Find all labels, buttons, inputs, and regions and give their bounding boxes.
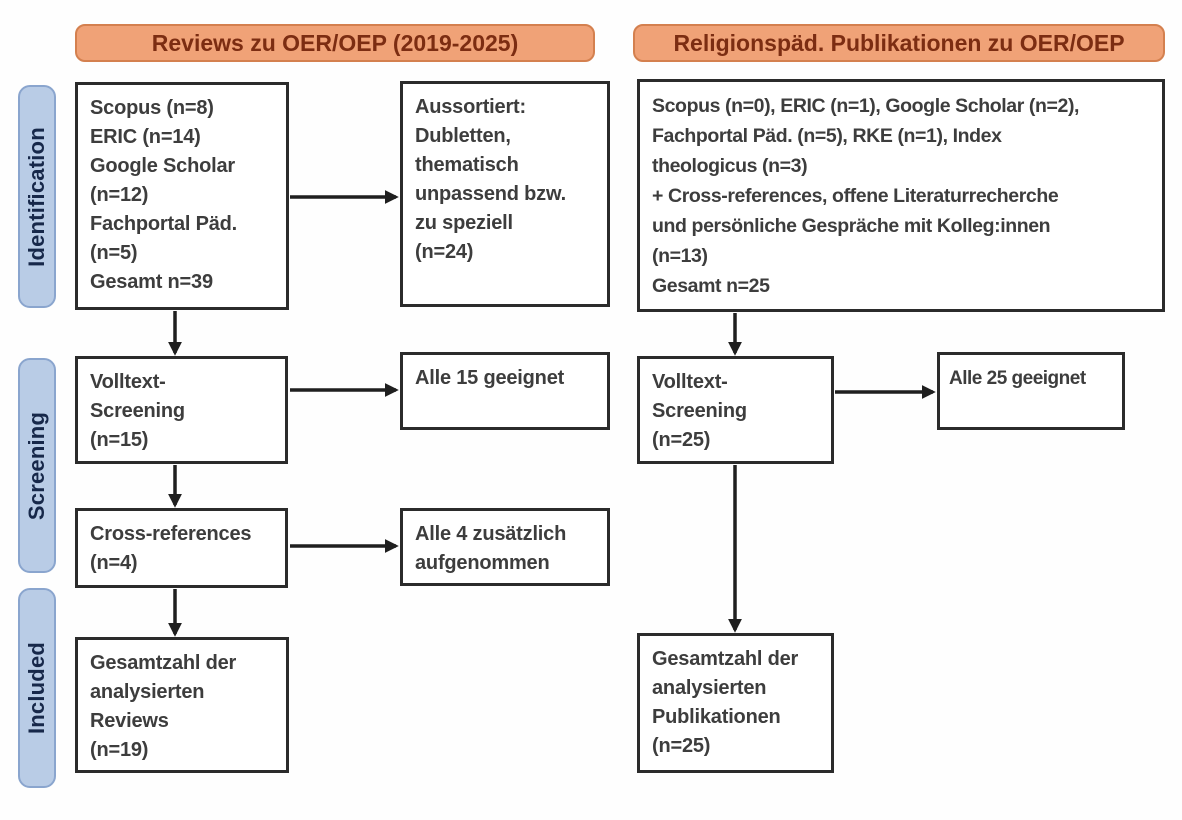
box-left-all-eligible: Alle 15 geeignet <box>400 352 610 430</box>
box-right-identification-sources: Scopus (n=0), ERIC (n=1), Google Scholar… <box>637 79 1165 312</box>
stage-tab-label: Identification <box>24 126 50 267</box>
box-left-additionally-included: Alle 4 zusätzlich aufgenommen <box>400 508 610 586</box>
stage-tab-screening: Screening <box>18 358 56 573</box>
box-left-excluded-records: Aussortiert: Dubletten, thematisch unpas… <box>400 81 610 307</box>
stage-tab-identification: Identification <box>18 85 56 308</box>
box-left-total-analyzed-reviews: Gesamtzahl der analysierten Reviews (n=1… <box>75 637 289 773</box>
box-left-cross-references: Cross-references (n=4) <box>75 508 288 588</box>
column-header-religionspaed: Religionspäd. Publikationen zu OER/OEP <box>633 24 1165 62</box>
box-right-all-eligible: Alle 25 geeignet <box>937 352 1125 430</box>
stage-tab-included: Included <box>18 588 56 788</box>
stage-tab-label: Screening <box>24 411 50 520</box>
box-left-identification-sources: Scopus (n=8) ERIC (n=14) Google Scholar … <box>75 82 289 310</box>
column-header-reviews: Reviews zu OER/OEP (2019-2025) <box>75 24 595 62</box>
box-left-fulltext-screening: Volltext- Screening (n=15) <box>75 356 288 464</box>
stage-tab-label: Included <box>24 641 49 735</box>
box-right-fulltext-screening: Volltext- Screening (n=25) <box>637 356 834 464</box>
box-right-total-analyzed-publications: Gesamtzahl der analysierten Publikatione… <box>637 633 834 773</box>
